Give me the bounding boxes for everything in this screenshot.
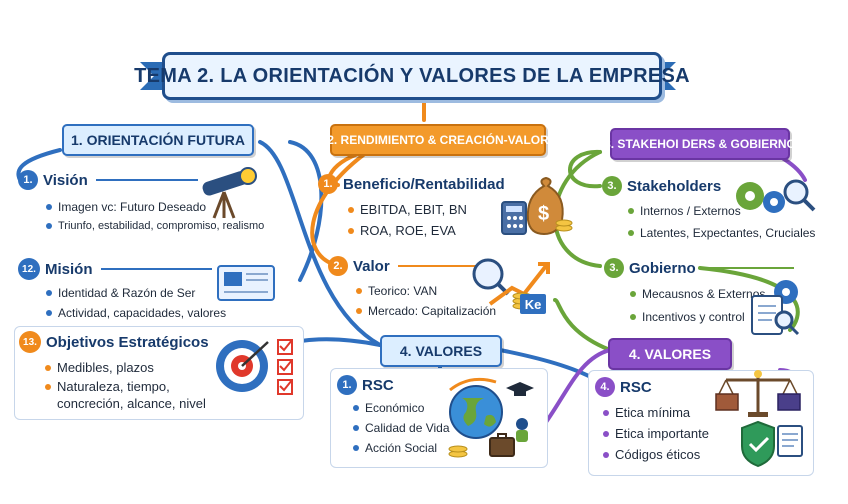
- svg-text:$: $: [538, 203, 549, 225]
- bullet-valor-2: Mercado: Capitalización: [356, 304, 568, 318]
- item-title-gobierno: Gobierno: [629, 259, 696, 277]
- item-valor: 2. Valor Teorico: VAN Mercado: Capitaliz…: [328, 256, 568, 318]
- item-title-stakeholders: Stakeholders: [627, 177, 722, 195]
- section-header-rendimiento: 2. RENDIMIENTO & CREACIÓN-VALOR: [327, 124, 549, 156]
- bullet-rsc-right-3: Códigos éticos: [603, 447, 813, 462]
- item-mision: 12. Misión Identidad & Razón de Ser Acti…: [18, 258, 286, 320]
- item-title-rsc-right: RSC: [620, 378, 652, 396]
- item-title-objetivos: Objetivos Estratégicos: [46, 333, 209, 351]
- item-title-beneficio: Beneficio/Rentabilidad: [343, 175, 505, 193]
- telescope-icon: [202, 167, 257, 219]
- badge-beneficio: 1.: [318, 174, 338, 194]
- item-stakeholders: 3. Stakeholders Internos / Externos Late…: [602, 176, 842, 240]
- title-ribbon-left: [140, 62, 162, 90]
- bullet-valor-1: Teorico: VAN: [356, 284, 568, 298]
- badge-valor: 2.: [328, 256, 348, 276]
- ke-label: Ke: [520, 294, 546, 314]
- item-title-vision: Visión: [43, 171, 88, 189]
- section-header-label: 1. ORIENTACIÓN FUTURA: [71, 132, 245, 148]
- badge-objetivos: 13.: [19, 331, 41, 353]
- gears-icon: [736, 179, 816, 213]
- section-header-label: 4. VALORES: [399, 343, 483, 359]
- section-header-orientacion: 1. ORIENTACIÓN FUTURA: [62, 124, 254, 156]
- bullet-mision-1: Identidad & Razón de Ser: [46, 286, 286, 300]
- scales-icon: [715, 370, 803, 468]
- section-header-label: 3. STAKEHOI DERS & GOBIERNO: [604, 137, 796, 151]
- badge-stakeholders: 3.: [602, 176, 622, 196]
- bullet-gobierno-2: Incentivos y control: [630, 310, 834, 324]
- item-rsc-right: 4. RSC Etica mínima Etica importante Cód…: [588, 370, 814, 476]
- item-objetivos: 13. Objetivos Estratégicos Medibles, pla…: [14, 326, 304, 420]
- bullet-rsc-left-3: Acción Social: [353, 441, 547, 455]
- item-beneficio: 1. Beneficio/Rentabilidad EBITDA, EBIT, …: [318, 174, 578, 238]
- bullet-objetivos-1: Medibles, plazos: [45, 360, 303, 375]
- money-bag-icon: $: [501, 176, 573, 236]
- globe-icon: [448, 377, 534, 458]
- bullet-vision-2: Triunfo, estabilidad, compromiso, realis…: [46, 220, 288, 232]
- title-banner: TEMA 2. LA ORIENTACIÓN Y VALORES DE LA E…: [134, 52, 690, 100]
- item-title-valor: Valor: [353, 257, 390, 275]
- bullet-stakeholders-2: Latentes, Expectantes, Cruciales: [628, 226, 842, 240]
- bullet-rsc-right-1: Etica mínima: [603, 405, 813, 420]
- section-header-valores-left: 4. VALORES: [380, 335, 502, 367]
- section-header-valores-right: 4. VALORES: [608, 338, 732, 370]
- bullet-gobierno-1: Mecausnos & Externos: [630, 287, 834, 301]
- item-title-mision: Misión: [45, 260, 93, 278]
- bullet-beneficio-1: EBITDA, EBIT, BN: [348, 202, 578, 217]
- section-header-label: 2. RENDIMIENTO & CREACIÓN-VALOR: [327, 133, 549, 147]
- item-vision: 1. Visión Imagen vc: Futuro Deseado Triu…: [18, 170, 288, 232]
- bullet-objetivos-3: concreción, alcance, nivel: [57, 396, 206, 411]
- bullet-beneficio-2: ROA, ROE, EVA: [348, 223, 578, 238]
- target-icon: [216, 339, 293, 395]
- badge-rsc-left: 1.: [337, 375, 357, 395]
- badge-gobierno: 3.: [604, 258, 624, 278]
- badge-mision: 12.: [18, 258, 40, 280]
- section-header-stakeholders: 3. STAKEHOI DERS & GOBIERNO: [604, 128, 796, 160]
- bullet-stakeholders-1: Internos / Externos: [628, 204, 842, 218]
- badge-vision: 1.: [18, 170, 38, 190]
- badge-rsc-right: 4.: [595, 377, 615, 397]
- bullet-objetivos-2: Naturaleza, tiempo,: [45, 379, 303, 394]
- clipboard-gear-icon: [751, 280, 800, 336]
- section-header-label: 4. VALORES: [628, 346, 712, 362]
- page-title: TEMA 2. LA ORIENTACIÓN Y VALORES DE LA E…: [134, 64, 690, 87]
- bullet-rsc-left-1: Económico: [353, 401, 547, 415]
- bullet-mision-2: Actividad, capacidades, valores: [46, 306, 286, 320]
- bullet-rsc-left-2: Calidad de Vida: [353, 421, 547, 435]
- bullet-rsc-right-2: Etica importante: [603, 426, 813, 441]
- item-gobierno: 3. Gobierno Mecausnos & Externos Incenti…: [604, 258, 834, 324]
- item-title-rsc-left: RSC: [362, 376, 394, 394]
- bullet-vision-1: Imagen vc: Futuro Deseado: [46, 200, 288, 214]
- presentation-icon: [217, 265, 275, 301]
